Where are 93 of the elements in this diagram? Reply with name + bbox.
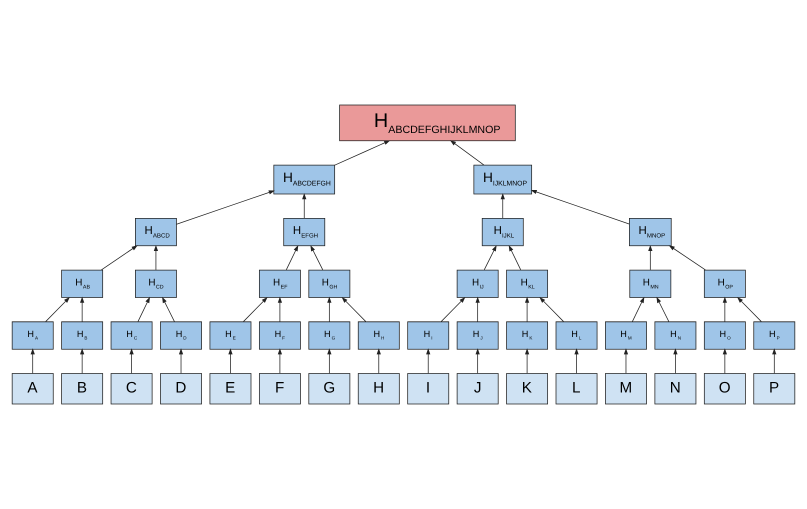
arrow	[426, 348, 430, 374]
arrow	[722, 296, 727, 322]
arrow	[286, 245, 298, 270]
arrow	[45, 297, 70, 322]
arrow	[524, 296, 530, 322]
arrow	[342, 297, 366, 322]
node-box: H$_{B}$	[61, 321, 104, 350]
arrow	[648, 244, 652, 270]
node-box: H$_{F}$	[258, 321, 301, 350]
node-box: H$_{AB}$	[61, 270, 104, 298]
node-box: H$_{K}$	[506, 321, 548, 350]
node-box: H$_{GH}$	[308, 270, 350, 298]
arrow	[327, 348, 332, 374]
arrow	[656, 296, 670, 322]
node-box: E	[210, 373, 252, 404]
node-box: C	[110, 373, 152, 404]
arrow	[100, 245, 138, 270]
arrow	[530, 190, 630, 224]
arrow	[80, 296, 84, 322]
node-box: H$_{ABCD}$	[135, 218, 177, 246]
node-box: O	[704, 373, 746, 404]
node-box: P	[753, 373, 796, 404]
node-box: H$_{C}$	[110, 321, 152, 350]
arrow	[673, 348, 678, 374]
arrow	[138, 296, 150, 322]
node-box: H$_{MN}$	[629, 270, 672, 298]
node-box: H$_{E}$	[210, 321, 252, 350]
arrow	[310, 245, 324, 270]
arrow	[668, 245, 706, 270]
node-box: L	[556, 373, 598, 404]
arrow	[162, 296, 175, 322]
node-box: H$_{G}$	[308, 321, 350, 350]
node-box: H$_{EF}$	[258, 270, 301, 298]
node-box: A	[12, 373, 54, 404]
node-box: I	[407, 373, 450, 404]
arrow	[278, 296, 282, 322]
arrow	[450, 140, 484, 166]
node-box: H$_{CD}$	[135, 270, 177, 298]
arrow	[376, 348, 381, 374]
node-box: H$_{OP}$	[704, 270, 746, 298]
arrow	[500, 193, 505, 219]
node-box: H$_{IJ}$	[456, 270, 499, 298]
node-box: G	[308, 373, 350, 404]
node-box: H$_{IJKL}$	[482, 218, 524, 246]
node-box: H$_{O}$	[704, 321, 746, 350]
arrow	[80, 348, 84, 374]
arrow	[484, 245, 497, 270]
arrow	[228, 348, 233, 374]
node-box: F	[258, 373, 301, 404]
arrow	[737, 297, 762, 322]
arrow	[327, 296, 332, 322]
node-box: N	[654, 373, 696, 404]
node-box: H$_{N}$	[654, 321, 696, 350]
arrow	[243, 297, 268, 322]
node-box: H$_{EFGH}$	[283, 218, 326, 246]
arrow	[129, 348, 134, 374]
node-box: H$_{IJKLMNOP}$	[473, 164, 532, 194]
node-box: H	[358, 373, 400, 404]
arrow	[30, 348, 35, 374]
node-box: H$_{ABCDEFGHIJKLMNOP}$	[339, 104, 516, 142]
node-box: K	[506, 373, 548, 404]
node-box: H$_{A}$	[12, 321, 54, 350]
node-box: H$_{D}$	[160, 321, 202, 350]
arrow	[508, 245, 522, 270]
node-box: B	[61, 373, 104, 404]
node-box: H$_{J}$	[456, 321, 499, 350]
node-box: H$_{M}$	[605, 321, 647, 350]
arrow	[178, 348, 184, 374]
node-box: H$_{KL}$	[506, 270, 548, 298]
arrow	[176, 190, 275, 225]
arrow	[574, 348, 579, 374]
arrow	[772, 348, 776, 374]
arrow	[278, 348, 282, 374]
arrow	[624, 348, 628, 374]
arrow	[440, 297, 466, 322]
arrow	[722, 348, 727, 374]
arrow	[476, 296, 480, 322]
arrow	[334, 140, 390, 166]
arrow	[632, 296, 644, 322]
arrow	[539, 297, 564, 322]
node-box: H$_{P}$	[753, 321, 796, 350]
arrow	[524, 348, 530, 374]
node-box: M	[605, 373, 647, 404]
node-box: H$_{ABCDEFGH}$	[273, 164, 336, 194]
node-box: D	[160, 373, 202, 404]
node-box: H$_{I}$	[407, 321, 450, 350]
node-box: H$_{H}$	[358, 321, 400, 350]
node-box: H$_{MNOP}$	[629, 218, 672, 246]
arrow	[476, 348, 480, 374]
node-box: J	[456, 373, 499, 404]
arrow	[302, 193, 306, 219]
node-box: H$_{L}$	[556, 321, 598, 350]
arrow	[154, 244, 158, 270]
